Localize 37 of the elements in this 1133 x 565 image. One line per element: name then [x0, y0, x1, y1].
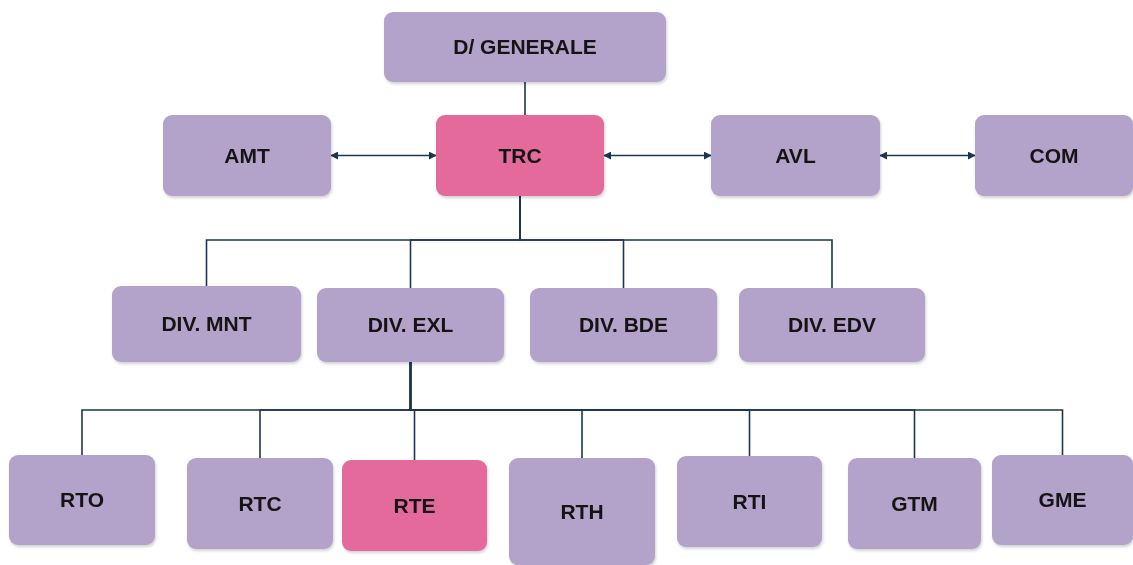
unit-name: AVL [775, 143, 816, 168]
org-box [342, 460, 487, 551]
connector-line [409, 361, 1064, 456]
unit-name: RTE [393, 493, 436, 518]
connector-line [524, 81, 526, 116]
org-box [848, 458, 981, 549]
unit-name: COM [1029, 143, 1079, 168]
org-box [187, 458, 333, 549]
org-box [739, 288, 925, 362]
arrow [330, 151, 437, 160]
org-box [436, 115, 604, 196]
org-box [163, 115, 331, 196]
unit-name: TRC [498, 143, 542, 168]
unit-name: D/ GENERALE [453, 35, 597, 59]
unit-name: GTM [891, 491, 938, 516]
unit-name: RTO [60, 488, 104, 512]
org-box [112, 286, 301, 362]
unit-name: AMT [224, 143, 270, 168]
unit-name: RTC [238, 491, 282, 516]
org-box [9, 455, 155, 545]
unit-name: RTI [732, 489, 767, 514]
org-box [677, 456, 822, 547]
arrow [603, 151, 712, 160]
unit-name: RTH [560, 499, 604, 524]
unit-name: DIV. EDV [788, 313, 876, 337]
org-box [509, 458, 655, 565]
arrow [879, 151, 976, 160]
org-box [384, 12, 666, 82]
org-box [992, 455, 1133, 545]
unit-name: GME [1038, 488, 1087, 512]
org-box [317, 288, 504, 362]
unit-name: DIV. MNT [161, 312, 252, 336]
unit-name: DIV. BDE [578, 313, 669, 337]
org-box [530, 288, 717, 362]
org-box [975, 115, 1133, 196]
unit-name: DIV. EXL [367, 313, 454, 337]
org-box [711, 115, 880, 196]
